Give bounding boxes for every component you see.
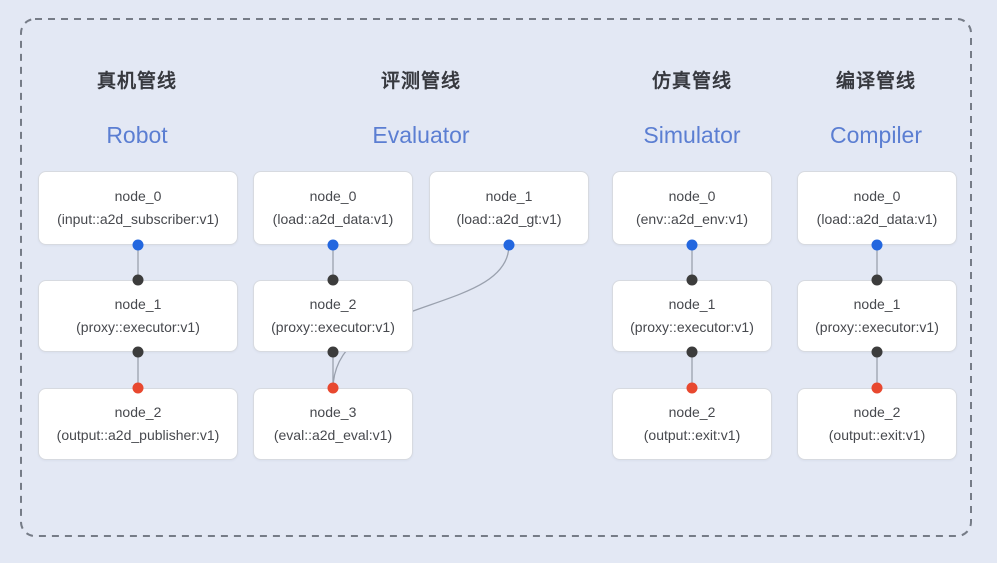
output-port-dot-blue [132,239,144,251]
node-type: (eval::a2d_eval:v1) [273,427,393,443]
node-type: (proxy::executor:v1) [271,319,395,335]
node-type: (load::a2d_data:v1) [272,211,394,227]
node-name: node_0 [853,188,901,204]
node-compiler-node_0[interactable]: node_0 (load::a2d_data:v1) [797,171,957,245]
output-port-dot-blue [327,239,339,251]
node-compiler-node_1[interactable]: node_1 (proxy::executor:v1) [797,280,957,352]
node-type: (output::exit:v1) [828,427,926,443]
node-name: node_1 [853,296,901,312]
node-name: node_2 [309,296,357,312]
node-type: (proxy::executor:v1) [815,319,939,335]
node-robot-node_0[interactable]: node_0 (input::a2d_subscriber:v1) [38,171,238,245]
output-port-dot-blue [871,239,883,251]
node-evaluator-node_0[interactable]: node_0 (load::a2d_data:v1) [253,171,413,245]
output-port-dot-dark [132,346,144,358]
output-port-dot-blue [503,239,515,251]
node-type: (output::a2d_publisher:v1) [56,427,220,443]
input-port-dot-dark [327,274,339,286]
node-name: node_0 [309,188,357,204]
node-evaluator-node_3[interactable]: node_3 (eval::a2d_eval:v1) [253,388,413,460]
output-port-dot-dark [686,346,698,358]
node-type: (proxy::executor:v1) [630,319,754,335]
node-type: (load::a2d_data:v1) [816,211,938,227]
node-name: node_2 [114,404,162,420]
node-robot-node_2[interactable]: node_2 (output::a2d_publisher:v1) [38,388,238,460]
edge-evaluator-1-3 [332,244,510,389]
node-type: (output::exit:v1) [643,427,741,443]
input-port-dot-dark [686,274,698,286]
input-port-dot-red [686,382,698,394]
pipeline-title-robot-en: Robot [106,122,168,148]
output-port-dot-dark [327,346,339,358]
node-compiler-node_2[interactable]: node_2 (output::exit:v1) [797,388,957,460]
pipeline-title-simulator-en: Simulator [643,122,741,148]
input-port-dot-red [327,382,339,394]
input-port-dot-red [132,382,144,394]
node-name: node_3 [309,404,357,420]
node-robot-node_1[interactable]: node_1 (proxy::executor:v1) [38,280,238,352]
node-evaluator-node_1[interactable]: node_1 (load::a2d_gt:v1) [429,171,589,245]
node-type: (env::a2d_env:v1) [635,211,749,227]
pipeline-title-simulator-zh: 仿真管线 [651,71,733,92]
node-type: (input::a2d_subscriber:v1) [57,211,219,227]
node-evaluator-node_2[interactable]: node_2 (proxy::executor:v1) [253,280,413,352]
node-name: node_0 [668,188,716,204]
input-port-dot-dark [871,274,883,286]
pipeline-title-compiler-zh: 编译管线 [835,71,917,92]
output-port-dot-blue [686,239,698,251]
node-simulator-node_1[interactable]: node_1 (proxy::executor:v1) [612,280,772,352]
node-simulator-node_2[interactable]: node_2 (output::exit:v1) [612,388,772,460]
dashed-frame [20,18,972,537]
node-simulator-node_0[interactable]: node_0 (env::a2d_env:v1) [612,171,772,245]
node-name: node_2 [853,404,901,420]
node-type: (proxy::executor:v1) [76,319,200,335]
node-name: node_1 [114,296,162,312]
node-name: node_0 [114,188,162,204]
input-port-dot-red [871,382,883,394]
pipeline-title-evaluator-en: Evaluator [372,122,470,148]
node-name: node_1 [485,188,533,204]
pipeline-title-evaluator-zh: 评测管线 [380,71,462,92]
node-type: (load::a2d_gt:v1) [456,211,562,227]
node-name: node_1 [668,296,716,312]
output-port-dot-dark [871,346,883,358]
pipeline-title-compiler-en: Compiler [829,122,923,148]
pipeline-title-robot-zh: 真机管线 [96,71,178,92]
node-name: node_2 [668,404,716,420]
input-port-dot-dark [132,274,144,286]
